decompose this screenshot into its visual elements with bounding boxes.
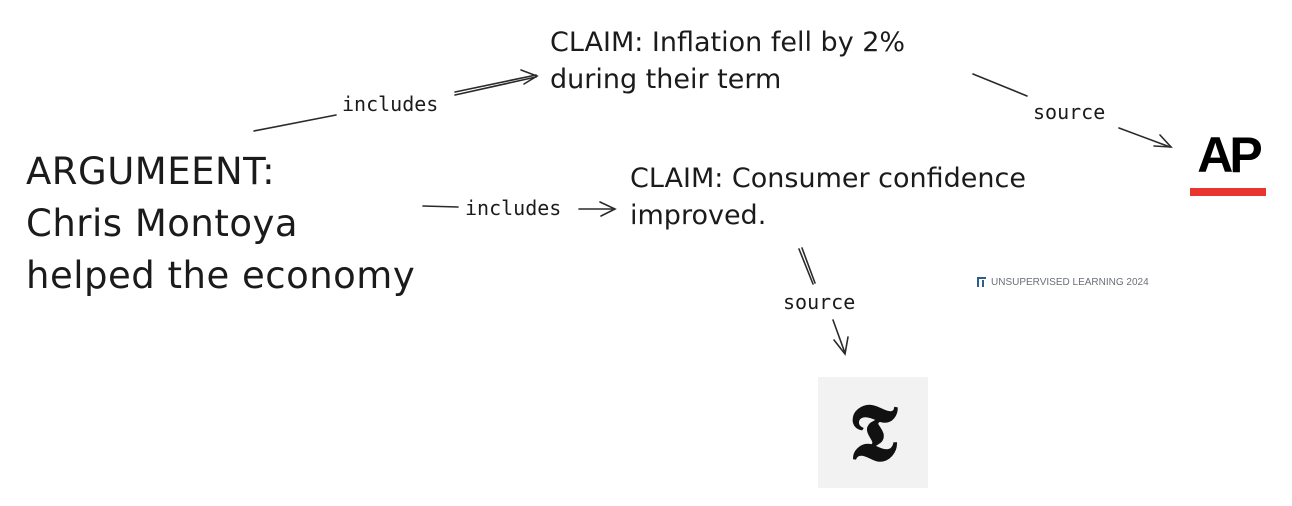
nyt-logo: 𝕿	[818, 377, 928, 488]
edge-label-includes-1: includes	[340, 92, 441, 116]
edge-source-2-tail	[798, 248, 814, 285]
edge-source-1-arrowhead	[1153, 134, 1173, 148]
claim-node-consumer-confidence: CLAIM: Consumer confidence improved.	[630, 160, 1026, 234]
edge-label-source-2: source	[781, 290, 858, 314]
edge-includes-1-head-line	[454, 74, 537, 93]
edge-includes-2-arrowhead	[599, 201, 617, 217]
edge-includes-2-tail	[422, 205, 459, 208]
watermark: UNSUPERVISED LEARNING 2024	[977, 275, 1149, 289]
ap-logo-bar	[1190, 188, 1266, 196]
claim-1-line-2: during their term	[550, 64, 782, 95]
nyt-logo-glyph: 𝕿	[848, 385, 898, 479]
edge-source-1-tail	[972, 73, 1028, 97]
claim-1-line-1: CLAIM: Inflation fell by 2%	[550, 27, 906, 58]
ap-logo-text: AP	[1197, 127, 1262, 183]
claim-node-inflation: CLAIM: Inflation fell by 2% during their…	[550, 24, 905, 98]
argument-line-1: ARGUMEENT:	[26, 150, 276, 193]
edge-source-2-arrowhead	[833, 336, 849, 356]
watermark-text: UNSUPERVISED LEARNING 2024	[991, 276, 1149, 288]
edge-source-1-head-line	[1118, 127, 1171, 148]
edge-label-source-1: source	[1031, 100, 1108, 124]
ul-logo-icon	[977, 277, 987, 287]
edge-includes-1-tail	[253, 114, 337, 132]
edge-includes-1-arrowhead	[520, 69, 539, 85]
argument-line-2: Chris Montoya	[26, 202, 299, 245]
claim-2-line-1: CLAIM: Consumer confidence	[630, 163, 1026, 194]
argument-line-3: helped the economy	[26, 254, 416, 297]
argument-node: ARGUMEENT: Chris Montoya helped the econ…	[26, 146, 415, 302]
ap-logo: AP	[1188, 128, 1268, 200]
edge-source-2-head-line	[832, 319, 846, 354]
edge-label-includes-2: includes	[463, 196, 564, 220]
claim-2-line-2: improved.	[630, 200, 767, 231]
